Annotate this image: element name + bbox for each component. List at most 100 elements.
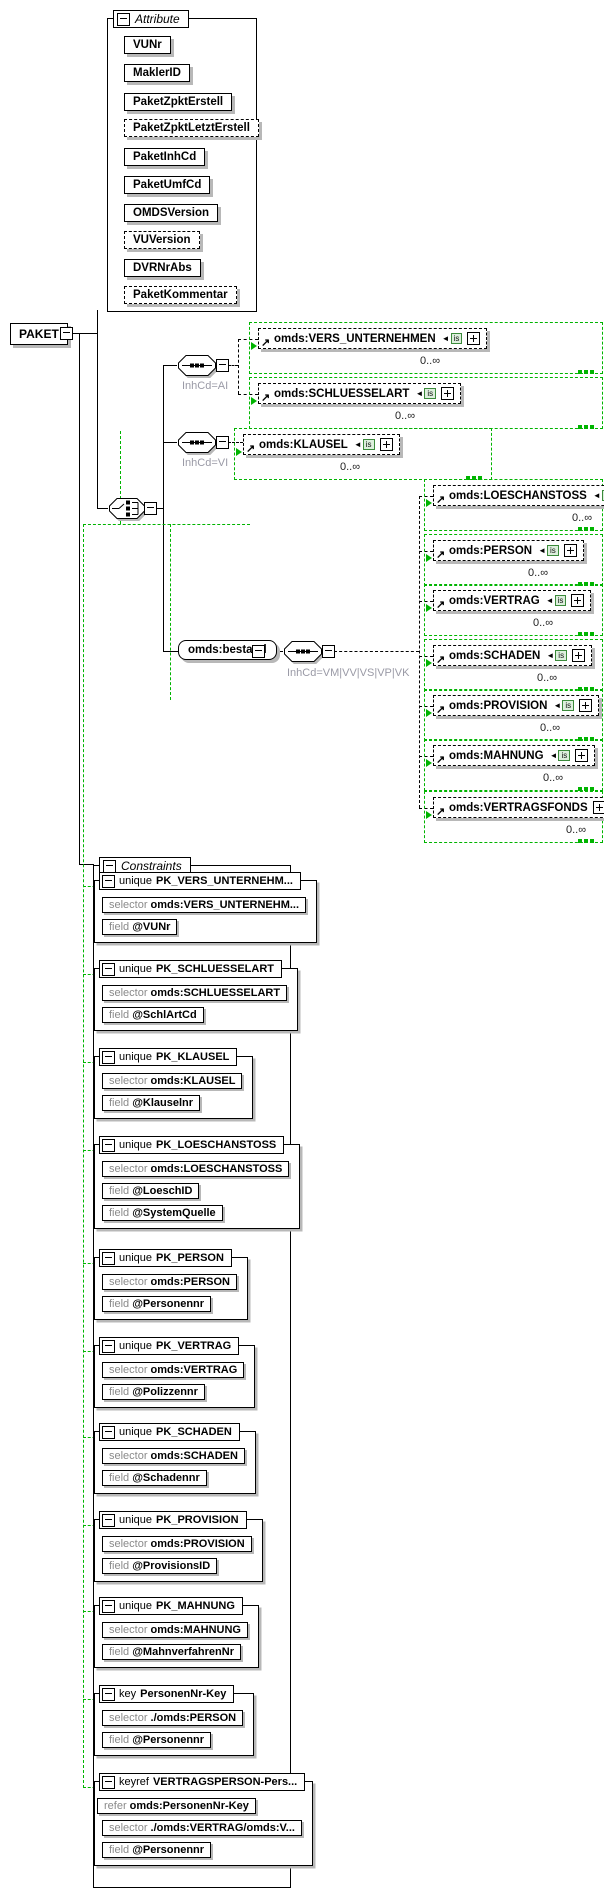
collapse-icon[interactable]	[102, 1339, 115, 1353]
constraint-field[interactable]: field@ProvisionsID	[102, 1558, 218, 1574]
element-ref-vertrag[interactable]: ↗ omds:VERTRAG ◄is	[433, 590, 592, 611]
constraint-selector[interactable]: selector./omds:PERSON	[102, 1710, 244, 1726]
sequence-icon[interactable]	[283, 640, 323, 663]
element-ref-person[interactable]: ↗ omds:PERSON ◄is	[433, 540, 584, 561]
substitution-arrow-icon	[426, 709, 432, 717]
constraint-field[interactable]: field@VUNr	[102, 919, 178, 935]
constraint-field[interactable]: field@LoeschID	[102, 1183, 200, 1199]
expand-icon[interactable]	[592, 801, 604, 814]
attribute-paketkommentar[interactable]: PaketKommentar	[124, 286, 237, 304]
element-ref-schaden[interactable]: ↗ omds:SCHADEN ◄is	[433, 645, 593, 666]
element-ref-mahnung[interactable]: ↗ omds:MAHNUNG ◄is	[433, 745, 596, 766]
collapse-icon[interactable]	[102, 874, 115, 888]
constraint-field[interactable]: field@Personennr	[102, 1732, 212, 1748]
attribute-omdsversion[interactable]: OMDSVersion	[124, 204, 219, 222]
attribute-maklerid[interactable]: MaklerID	[124, 64, 190, 82]
constraint-field[interactable]: field@SystemQuelle	[102, 1205, 223, 1221]
collapse-icon[interactable]	[102, 1425, 115, 1439]
element-reference-icon: ↗	[436, 806, 446, 818]
collapse-icon[interactable]	[117, 12, 130, 26]
attribute-paketinhcd[interactable]: PaketInhCd	[124, 148, 206, 166]
occurrence-frame	[424, 534, 603, 586]
element-label: omds:MAHNUNG	[449, 749, 544, 762]
root-element-paket[interactable]: PAKET	[10, 323, 68, 345]
constraint-field[interactable]: field@Polizzennr	[102, 1384, 205, 1400]
occurrence-frame	[424, 639, 603, 691]
expand-icon[interactable]	[572, 649, 586, 662]
attribute-vuversion[interactable]: VUVersion	[124, 231, 200, 249]
expand-icon[interactable]	[379, 438, 393, 451]
collapse-icon[interactable]	[102, 1050, 115, 1064]
attribute-paketzpktletzterstell[interactable]: PaketZpktLetztErstell	[124, 119, 259, 137]
expand-icon[interactable]	[579, 699, 593, 712]
constraint-field[interactable]: field@MahnverfahrenNr	[102, 1644, 241, 1660]
constraint-field[interactable]: field@Klauselnr	[102, 1095, 201, 1111]
collapse-icon[interactable]	[216, 436, 229, 449]
collapse-icon[interactable]	[252, 645, 265, 658]
constraint-field[interactable]: field@SchlArtCd	[102, 1007, 204, 1023]
attribute-dvrnrabs[interactable]: DVRNrAbs	[124, 259, 201, 277]
attribute-paketumfcd[interactable]: PaketUmfCd	[124, 176, 211, 194]
collapse-icon[interactable]	[102, 1599, 115, 1613]
constraint-selector[interactable]: selector./omds:VERTRAG/omds:V...	[102, 1820, 302, 1836]
collapse-icon[interactable]	[216, 359, 229, 372]
sequence-icon[interactable]	[177, 431, 217, 454]
element-bestand[interactable]: omds:bestand	[178, 640, 277, 660]
element-ref-schluesselart[interactable]: ↗ omds:SCHLUESSELART ◄is	[258, 383, 462, 404]
collapse-icon[interactable]	[102, 1138, 115, 1152]
collapse-icon[interactable]	[102, 962, 115, 976]
expand-icon[interactable]	[441, 387, 455, 400]
collapse-icon[interactable]	[103, 859, 116, 873]
collapse-icon[interactable]	[102, 1251, 115, 1265]
constraint-field[interactable]: field@Personennr	[102, 1296, 212, 1312]
constraint-field[interactable]: field@Personennr	[102, 1842, 212, 1858]
attributes-panel-tab[interactable]: Attribute	[113, 10, 189, 28]
element-ref-vers-unternehmen[interactable]: ↗ omds:VERS_UNTERNEHMEN ◄is	[258, 328, 488, 349]
collapse-icon[interactable]	[102, 1775, 115, 1789]
attribute-vunr[interactable]: VUNr	[124, 36, 171, 54]
sequence-icon[interactable]	[177, 354, 217, 377]
occurrence-frame-dots	[578, 370, 582, 374]
collapse-icon[interactable]	[322, 645, 335, 658]
attributes-panel: Attribute VUNr MaklerID PaketZpktErstell…	[107, 10, 259, 312]
attribute-paketzpkterstell[interactable]: PaketZpktErstell	[124, 93, 233, 111]
connector-line	[163, 365, 164, 651]
element-ref-loeschanstoss[interactable]: ↗ omds:LOESCHANSTOSS ◄is	[433, 485, 604, 506]
expand-icon[interactable]	[467, 332, 481, 345]
collapse-icon[interactable]	[102, 1513, 115, 1527]
collapse-icon[interactable]	[102, 1687, 115, 1701]
element-label: omds:PERSON	[449, 544, 533, 557]
expand-icon[interactable]	[571, 594, 585, 607]
choice-icon[interactable]	[108, 497, 146, 520]
constraints-panel-tab[interactable]: Constraints	[99, 857, 191, 875]
element-ref-provision[interactable]: ↗ omds:PROVISION ◄is	[433, 695, 600, 716]
constraint-field[interactable]: field@Schadennr	[102, 1470, 207, 1486]
element-ref-vertragsfonds[interactable]: ↗ omds:VERTRAGSFONDS	[433, 797, 604, 818]
collapse-icon[interactable]	[60, 327, 73, 340]
expand-icon[interactable]	[575, 749, 589, 762]
collapse-icon[interactable]	[144, 502, 157, 515]
expand-icon[interactable]	[563, 544, 577, 557]
element-ref-klausel[interactable]: ↗ omds:KLAUSEL ◄is	[243, 434, 400, 455]
